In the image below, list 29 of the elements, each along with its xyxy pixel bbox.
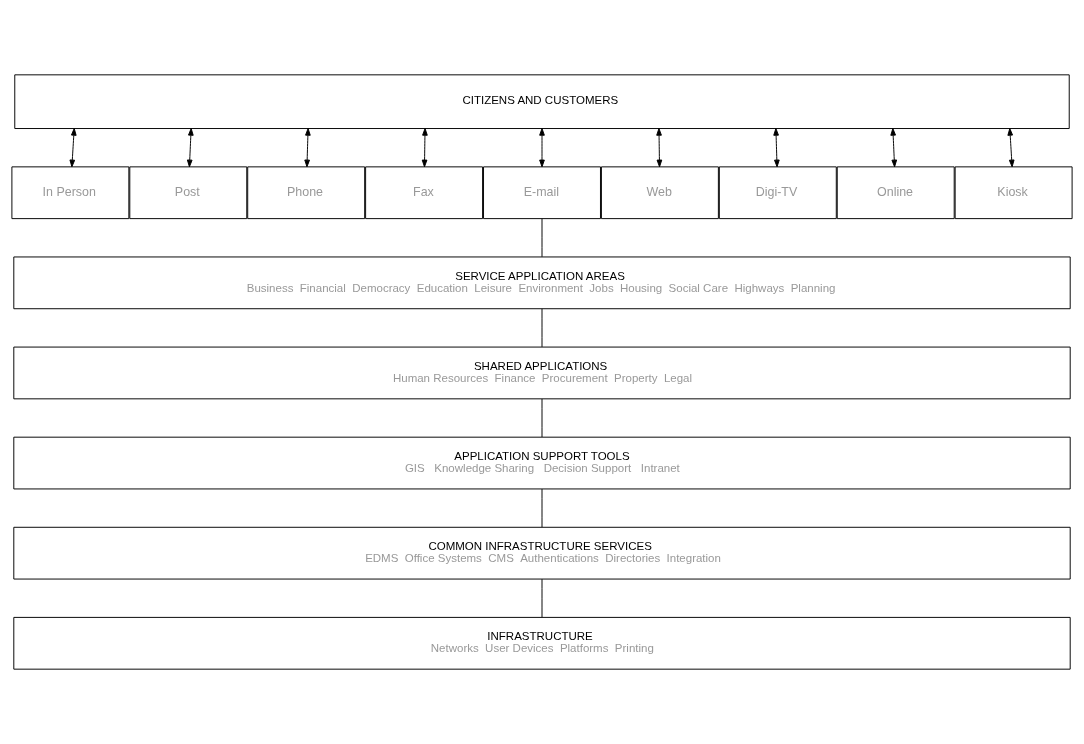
node-box: Online [836, 166, 955, 220]
arrow [1007, 128, 1015, 168]
node-box: Kiosk [954, 166, 1073, 220]
node-box: APPLICATION SUPPORT TOOLS GIS Knowledge Sharing Decision Support Intranet [13, 436, 1071, 490]
node-box: SHARED APPLICATIONS Human Resources Finance Procurement Property Legal [13, 346, 1071, 400]
node-box: SERVICE APPLICATION AREAS Business Financial Democracy Education Leisure Environment Jobs Housing Social Care Highways Planning [13, 256, 1071, 310]
connector [541, 308, 543, 348]
node-box: Post [129, 166, 248, 220]
connector [541, 488, 543, 528]
node-box: In Person [11, 166, 130, 220]
arrow [421, 128, 428, 168]
arrow [304, 128, 311, 168]
arrow [773, 128, 780, 168]
arrow [186, 128, 194, 168]
arrow [890, 128, 898, 168]
node-box: COMMON INFRASTRUCTURE SERVICES EDMS Office Systems CMS Authentications Directories Integration [13, 526, 1071, 580]
arrow [539, 128, 545, 168]
connector [541, 578, 543, 618]
arrow [69, 128, 77, 168]
node-box: E-mail [483, 166, 601, 220]
node-box: Digi-TV [718, 166, 837, 220]
node-box: Fax [365, 166, 484, 220]
connector [541, 218, 543, 258]
arrow [656, 128, 663, 168]
node-box: CITIZENS AND CUSTOMERS [14, 74, 1070, 129]
node-box: Web [600, 166, 719, 220]
node-box: Phone [247, 166, 366, 220]
connector [541, 398, 543, 438]
node-box: INFRASTRUCTURE Networks User Devices Platforms Printing [13, 616, 1071, 670]
